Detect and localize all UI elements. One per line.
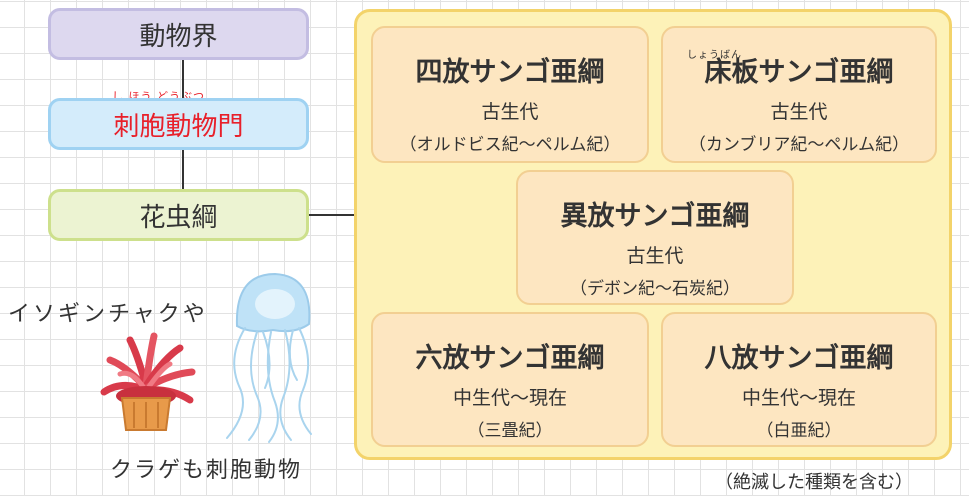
subclass-era: 古生代 — [626, 245, 684, 267]
connector-class-panel — [309, 214, 354, 216]
kingdom-box: 動物界 — [48, 8, 309, 60]
sea-anemone-icon — [100, 332, 196, 431]
phylum-box: 刺胞動物門 — [48, 98, 309, 150]
caption: （絶滅した種類を含む） — [715, 472, 913, 493]
subclass-name: 六放サンゴ亜綱 — [415, 343, 605, 374]
subclass-era: 中生代〜現在 — [452, 387, 567, 409]
class-label: 花虫綱 — [139, 202, 218, 233]
subclass-name: 四放サンゴ亜綱 — [415, 57, 605, 88]
connector-kingdom-phylum — [182, 60, 184, 98]
jellyfish-icon — [226, 272, 312, 443]
class-box: 花虫綱 — [48, 189, 309, 241]
subclass-era: 中生代〜現在 — [741, 387, 856, 409]
anemone-label: イソギンチャクや — [8, 302, 208, 327]
subclass-period: （カンブリア紀〜ペルム紀） — [688, 135, 910, 155]
subclass-period: （オルドビス紀〜ペルム紀） — [399, 135, 621, 155]
subclass-name: 八放サンゴ亜綱 — [704, 343, 894, 374]
subclass-card: しょうばん 床板サンゴ亜綱 古生代 （カンブリア紀〜ペルム紀） — [661, 26, 937, 163]
subclass-card: 四放サンゴ亜綱 古生代 （オルドビス紀〜ペルム紀） — [371, 26, 649, 163]
subclass-reading: しょうばん — [687, 50, 742, 61]
subclass-period: （デボン紀〜石炭紀） — [570, 279, 740, 299]
subclass-card: 六放サンゴ亜綱 中生代〜現在 （三畳紀） — [371, 312, 649, 447]
phylum-label: 刺胞動物門 — [113, 111, 244, 142]
subclass-card: 異放サンゴ亜綱 古生代 （デボン紀〜石炭紀） — [516, 170, 794, 305]
subclass-name: 床板サンゴ亜綱 — [704, 57, 894, 88]
subclass-era: 古生代 — [481, 101, 539, 123]
subclass-panel: 四放サンゴ亜綱 古生代 （オルドビス紀〜ペルム紀） しょうばん 床板サンゴ亜綱 … — [354, 9, 952, 460]
kingdom-label: 動物界 — [139, 21, 218, 52]
subclass-card: 八放サンゴ亜綱 中生代〜現在 （白亜紀） — [661, 312, 937, 447]
subclass-period: （白亜紀） — [756, 421, 842, 441]
jellyfish-label: クラゲも刺胞動物 — [110, 458, 303, 483]
subclass-name: 異放サンゴ亜綱 — [560, 201, 750, 232]
subclass-period: （三畳紀） — [467, 421, 553, 441]
connector-phylum-class — [182, 150, 184, 189]
subclass-era: 古生代 — [770, 101, 828, 123]
